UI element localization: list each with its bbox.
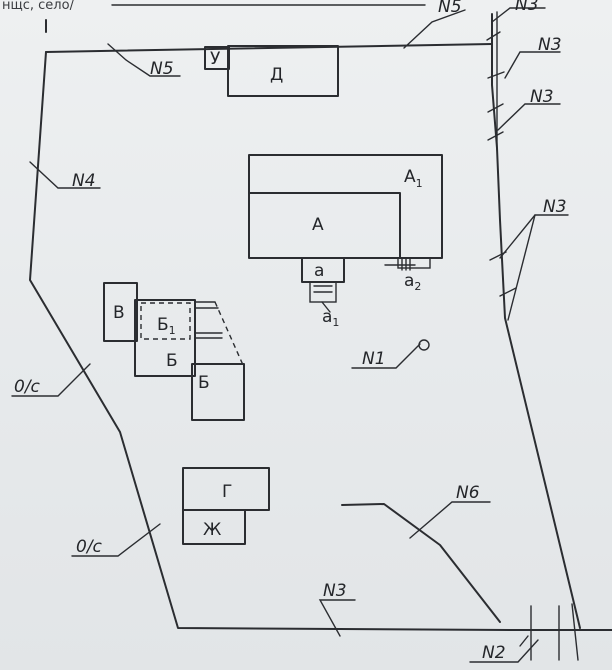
tick [487,131,504,141]
building-a1-label: А1 [404,167,423,190]
label-n5-right: N5 [403,0,466,49]
label-n6: N6 [409,483,491,539]
building-b: Б1 Б [134,299,244,377]
building-a-group: А1 А [248,154,443,259]
marker-circle [418,339,430,351]
label-text: N4 [72,171,96,191]
leader-line [409,501,491,539]
tick [519,635,529,647]
building-g-label: Г [222,482,232,502]
annex-a2: а2 [384,257,431,293]
building-g: Г [182,467,270,511]
annex-a-label: а [314,261,324,281]
label-n3-b: N3 [497,87,561,131]
header-fragment: нщс, село/ [2,0,75,13]
n6-line [341,503,501,623]
leader-line [403,9,466,49]
building-zh-outline [182,509,246,545]
boundary-right [491,13,581,629]
building-v-label: В [113,303,125,323]
label-n3-top: N3 [491,0,546,23]
tick [487,71,505,79]
leader-line [469,639,539,663]
building-zh-label: Ж [203,520,221,540]
building-d-label: Д [270,65,283,85]
label-text: N6 [456,483,480,503]
canopy-diagonal [214,301,244,366]
boundary-top [45,43,493,53]
leader-line [351,343,421,369]
label-text: N3 [530,87,554,107]
building-v: В [103,282,138,342]
label-text: 0/c [14,377,41,397]
building-b-label: Б [166,351,178,371]
label-text: N1 [362,349,386,369]
building-v-outline [103,282,138,342]
building-d: Д [227,45,339,97]
label-n1: N1 [351,339,430,369]
building-u-label: У [210,49,221,69]
leader-line [318,599,356,637]
building-a-label: А [312,215,324,235]
leader-line [491,7,546,23]
label-text: 0/c [76,537,103,557]
tick [486,31,501,41]
annex-a: а а1 [301,257,345,329]
label-text: N5 [438,0,462,17]
label-n4: N4 [29,161,101,191]
building-a1-outline [248,154,443,259]
building-u: У [204,46,230,70]
annex-a2-outline [397,257,431,269]
property-boundary [29,13,612,631]
leader-line [107,43,181,77]
leader-line [29,161,101,189]
building-b-lower-label: Б [198,373,210,393]
label-text: N3 [323,581,347,601]
building-b1-label: Б1 [157,315,176,337]
building-a-outline [248,192,401,259]
label-n2: N2 [469,639,539,663]
tick [571,603,579,661]
label-os-lower: 0/c [71,523,161,557]
label-n3-bottom: N3 [318,581,356,637]
building-b-lower: Б [191,363,245,421]
annex-a1-label: а1 [322,307,339,329]
annex-a1-outline [309,281,337,303]
leader-line [507,214,536,321]
leader-line [504,51,561,79]
label-n5-left: N5 [107,43,181,79]
label-os-upper: 0/c [11,363,91,397]
bottom-right-ticks [519,603,579,661]
right-fence-marks [486,11,517,297]
building-d-outline [227,45,339,97]
tick [499,287,517,297]
label-text: N3 [543,197,567,217]
label-text: N3 [515,0,539,15]
label-text: N5 [150,59,174,79]
label-n3-a: N3 [504,35,562,79]
leader-line [71,523,161,557]
label-n3-c: N3 [499,197,569,321]
label-text: N2 [482,643,506,663]
boundary-left-bottom [29,51,511,631]
annex-a2-label: а2 [404,271,421,293]
building-b-lower-outline [191,363,245,421]
leader-line [321,301,331,313]
tick [487,103,504,113]
building-b-outline [134,299,196,377]
leader-line [497,103,561,131]
leader-line [11,363,91,397]
label-text: N3 [538,35,562,55]
building-b1-dashed-outline [140,302,191,340]
building-zh: Ж [182,509,246,545]
